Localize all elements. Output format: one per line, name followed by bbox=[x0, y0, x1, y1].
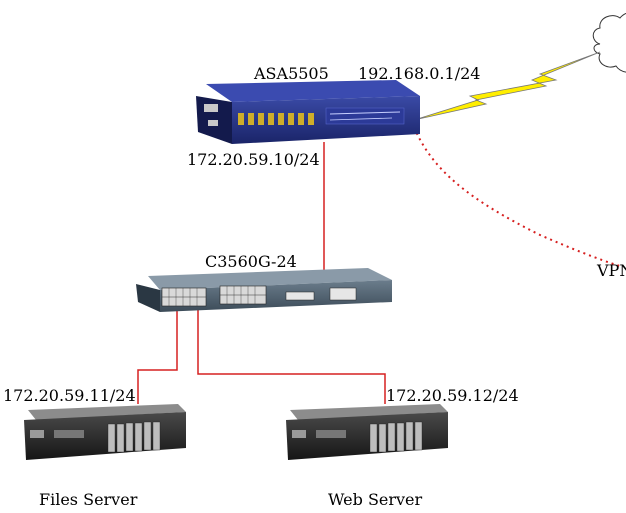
switch-port-block-2 bbox=[219, 285, 267, 305]
asa5505-firewall bbox=[196, 80, 420, 144]
web-server-drive-bays bbox=[369, 421, 423, 453]
vpn-link bbox=[411, 121, 621, 267]
sfp-slot-1 bbox=[285, 291, 315, 301]
switch-label: C3560G-24 bbox=[205, 252, 297, 271]
switch-files-server-link bbox=[137, 306, 178, 404]
files-server bbox=[24, 404, 186, 460]
sfp-slot-2 bbox=[329, 287, 357, 301]
web-server-label: Web Server bbox=[328, 490, 423, 509]
vpn-label: VPN bbox=[596, 261, 626, 280]
files-server-label: Files Server bbox=[39, 490, 138, 509]
asa-port-leds bbox=[238, 113, 314, 125]
files-server-drive-bays bbox=[107, 421, 161, 453]
firewall-inside-ip-label: 172.20.59.10/24 bbox=[187, 150, 320, 169]
c3560g-24-switch bbox=[136, 268, 392, 312]
wan-ip-label: 192.168.0.1/24 bbox=[358, 64, 480, 83]
web-server-ip-label: 172.20.59.12/24 bbox=[386, 386, 519, 405]
switch-port-block-1 bbox=[161, 287, 207, 307]
firewall-label: ASA5505 bbox=[253, 64, 329, 83]
web-server bbox=[286, 404, 448, 460]
files-server-ip-label: 172.20.59.11/24 bbox=[3, 386, 136, 405]
switch-web-server-link bbox=[197, 306, 386, 404]
console-port-icon bbox=[204, 104, 218, 112]
wan-lightning-bolt bbox=[413, 51, 601, 121]
internet-cloud bbox=[592, 12, 626, 73]
